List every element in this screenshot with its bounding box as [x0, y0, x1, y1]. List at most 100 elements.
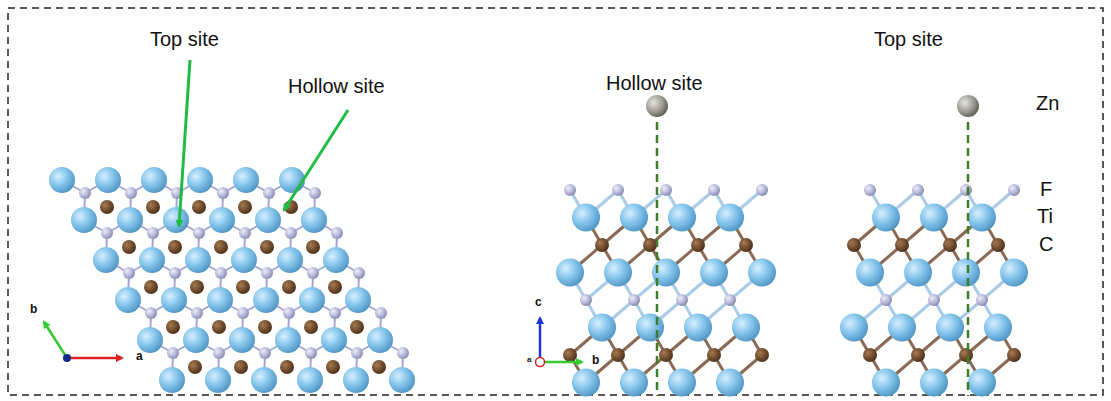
atoms	[840, 184, 1028, 397]
element-label: C	[1039, 233, 1053, 256]
ti-atom	[205, 367, 231, 393]
bond-lines	[62, 180, 403, 380]
c-atom	[146, 200, 160, 214]
f-atom	[305, 347, 317, 359]
f-atom	[912, 184, 924, 196]
f-atom	[213, 347, 225, 359]
c-atom	[214, 240, 228, 254]
f-atom	[193, 227, 205, 239]
bond-lines	[570, 190, 762, 383]
f-atom	[660, 184, 672, 196]
c-atom	[350, 320, 364, 334]
ti-atom	[95, 167, 121, 193]
ti-atom	[321, 327, 347, 353]
f-atom	[217, 187, 229, 199]
site-label: Hollow site	[288, 75, 385, 98]
site-label: Top site	[874, 28, 943, 51]
axis-label: c	[535, 296, 542, 310]
c-atom	[659, 348, 673, 362]
axis-label: a	[136, 350, 143, 364]
ti-atom	[187, 167, 213, 193]
ti-atom	[93, 247, 119, 273]
c-atom	[144, 280, 158, 294]
site-label: Hollow site	[606, 72, 703, 95]
f-atom	[331, 227, 343, 239]
c-atom	[611, 348, 625, 362]
c-atom	[304, 320, 318, 334]
ti-atom	[668, 369, 696, 397]
ti-atom	[297, 367, 323, 393]
ti-atom	[299, 287, 325, 313]
ti-atom	[115, 287, 141, 313]
ti-atom	[684, 314, 712, 342]
f-atom	[101, 227, 113, 239]
ti-atom	[253, 287, 279, 313]
f-atom	[239, 227, 251, 239]
element-label: F	[1040, 178, 1052, 201]
c-atom	[234, 360, 248, 374]
site-axis-line	[967, 96, 970, 396]
c-atom	[739, 238, 753, 252]
ti-atom	[556, 259, 584, 287]
ti-atom	[620, 369, 648, 397]
c-atom	[192, 200, 206, 214]
site-label: Top site	[150, 28, 219, 51]
f-atom	[708, 184, 720, 196]
ti-atom	[936, 314, 964, 342]
ti-atom	[920, 204, 948, 232]
ti-atom	[1000, 259, 1028, 287]
pointer-arrow	[179, 60, 190, 226]
bond-lines	[854, 190, 1014, 383]
f-atom	[724, 294, 736, 306]
c-atom	[100, 200, 114, 214]
ti-atom	[161, 287, 187, 313]
top-view-lattice	[49, 167, 415, 393]
ti-atom	[572, 369, 600, 397]
ti-atom	[888, 314, 916, 342]
c-atom	[238, 200, 252, 214]
f-atom	[329, 307, 341, 319]
f-atom	[283, 307, 295, 319]
ti-atom	[185, 247, 211, 273]
ti-atom	[139, 247, 165, 273]
f-atom	[353, 267, 365, 279]
ti-atom	[49, 167, 75, 193]
atoms	[49, 167, 415, 393]
zn-atom	[957, 95, 979, 117]
f-atom	[375, 307, 387, 319]
axis-label: b	[592, 354, 599, 368]
f-atom	[864, 184, 876, 196]
c-atom	[895, 238, 909, 252]
ti-atom	[301, 207, 327, 233]
ti-atom	[984, 314, 1012, 342]
c-atom	[282, 280, 296, 294]
ti-atom	[231, 247, 257, 273]
ti-atom	[840, 314, 868, 342]
ti-atom	[636, 314, 664, 342]
c-atom	[168, 240, 182, 254]
ti-atom	[700, 259, 728, 287]
f-atom	[612, 184, 624, 196]
atoms	[556, 184, 776, 397]
axis-triad	[536, 318, 583, 367]
c-atom	[212, 320, 226, 334]
f-atom	[580, 294, 592, 306]
ti-atom	[279, 167, 305, 193]
c-atom	[190, 280, 204, 294]
ti-atom	[207, 287, 233, 313]
f-atom	[263, 187, 275, 199]
f-atom	[215, 267, 227, 279]
c-atom	[122, 240, 136, 254]
ti-atom	[716, 204, 744, 232]
f-atom	[261, 267, 273, 279]
c-atom	[188, 360, 202, 374]
ti-atom	[345, 287, 371, 313]
ti-atom	[968, 204, 996, 232]
ti-atom	[952, 259, 980, 287]
axis-label: b	[30, 303, 37, 317]
f-atom	[125, 187, 137, 199]
ti-atom	[183, 327, 209, 353]
ti-atom	[620, 204, 648, 232]
f-atom	[756, 184, 768, 196]
